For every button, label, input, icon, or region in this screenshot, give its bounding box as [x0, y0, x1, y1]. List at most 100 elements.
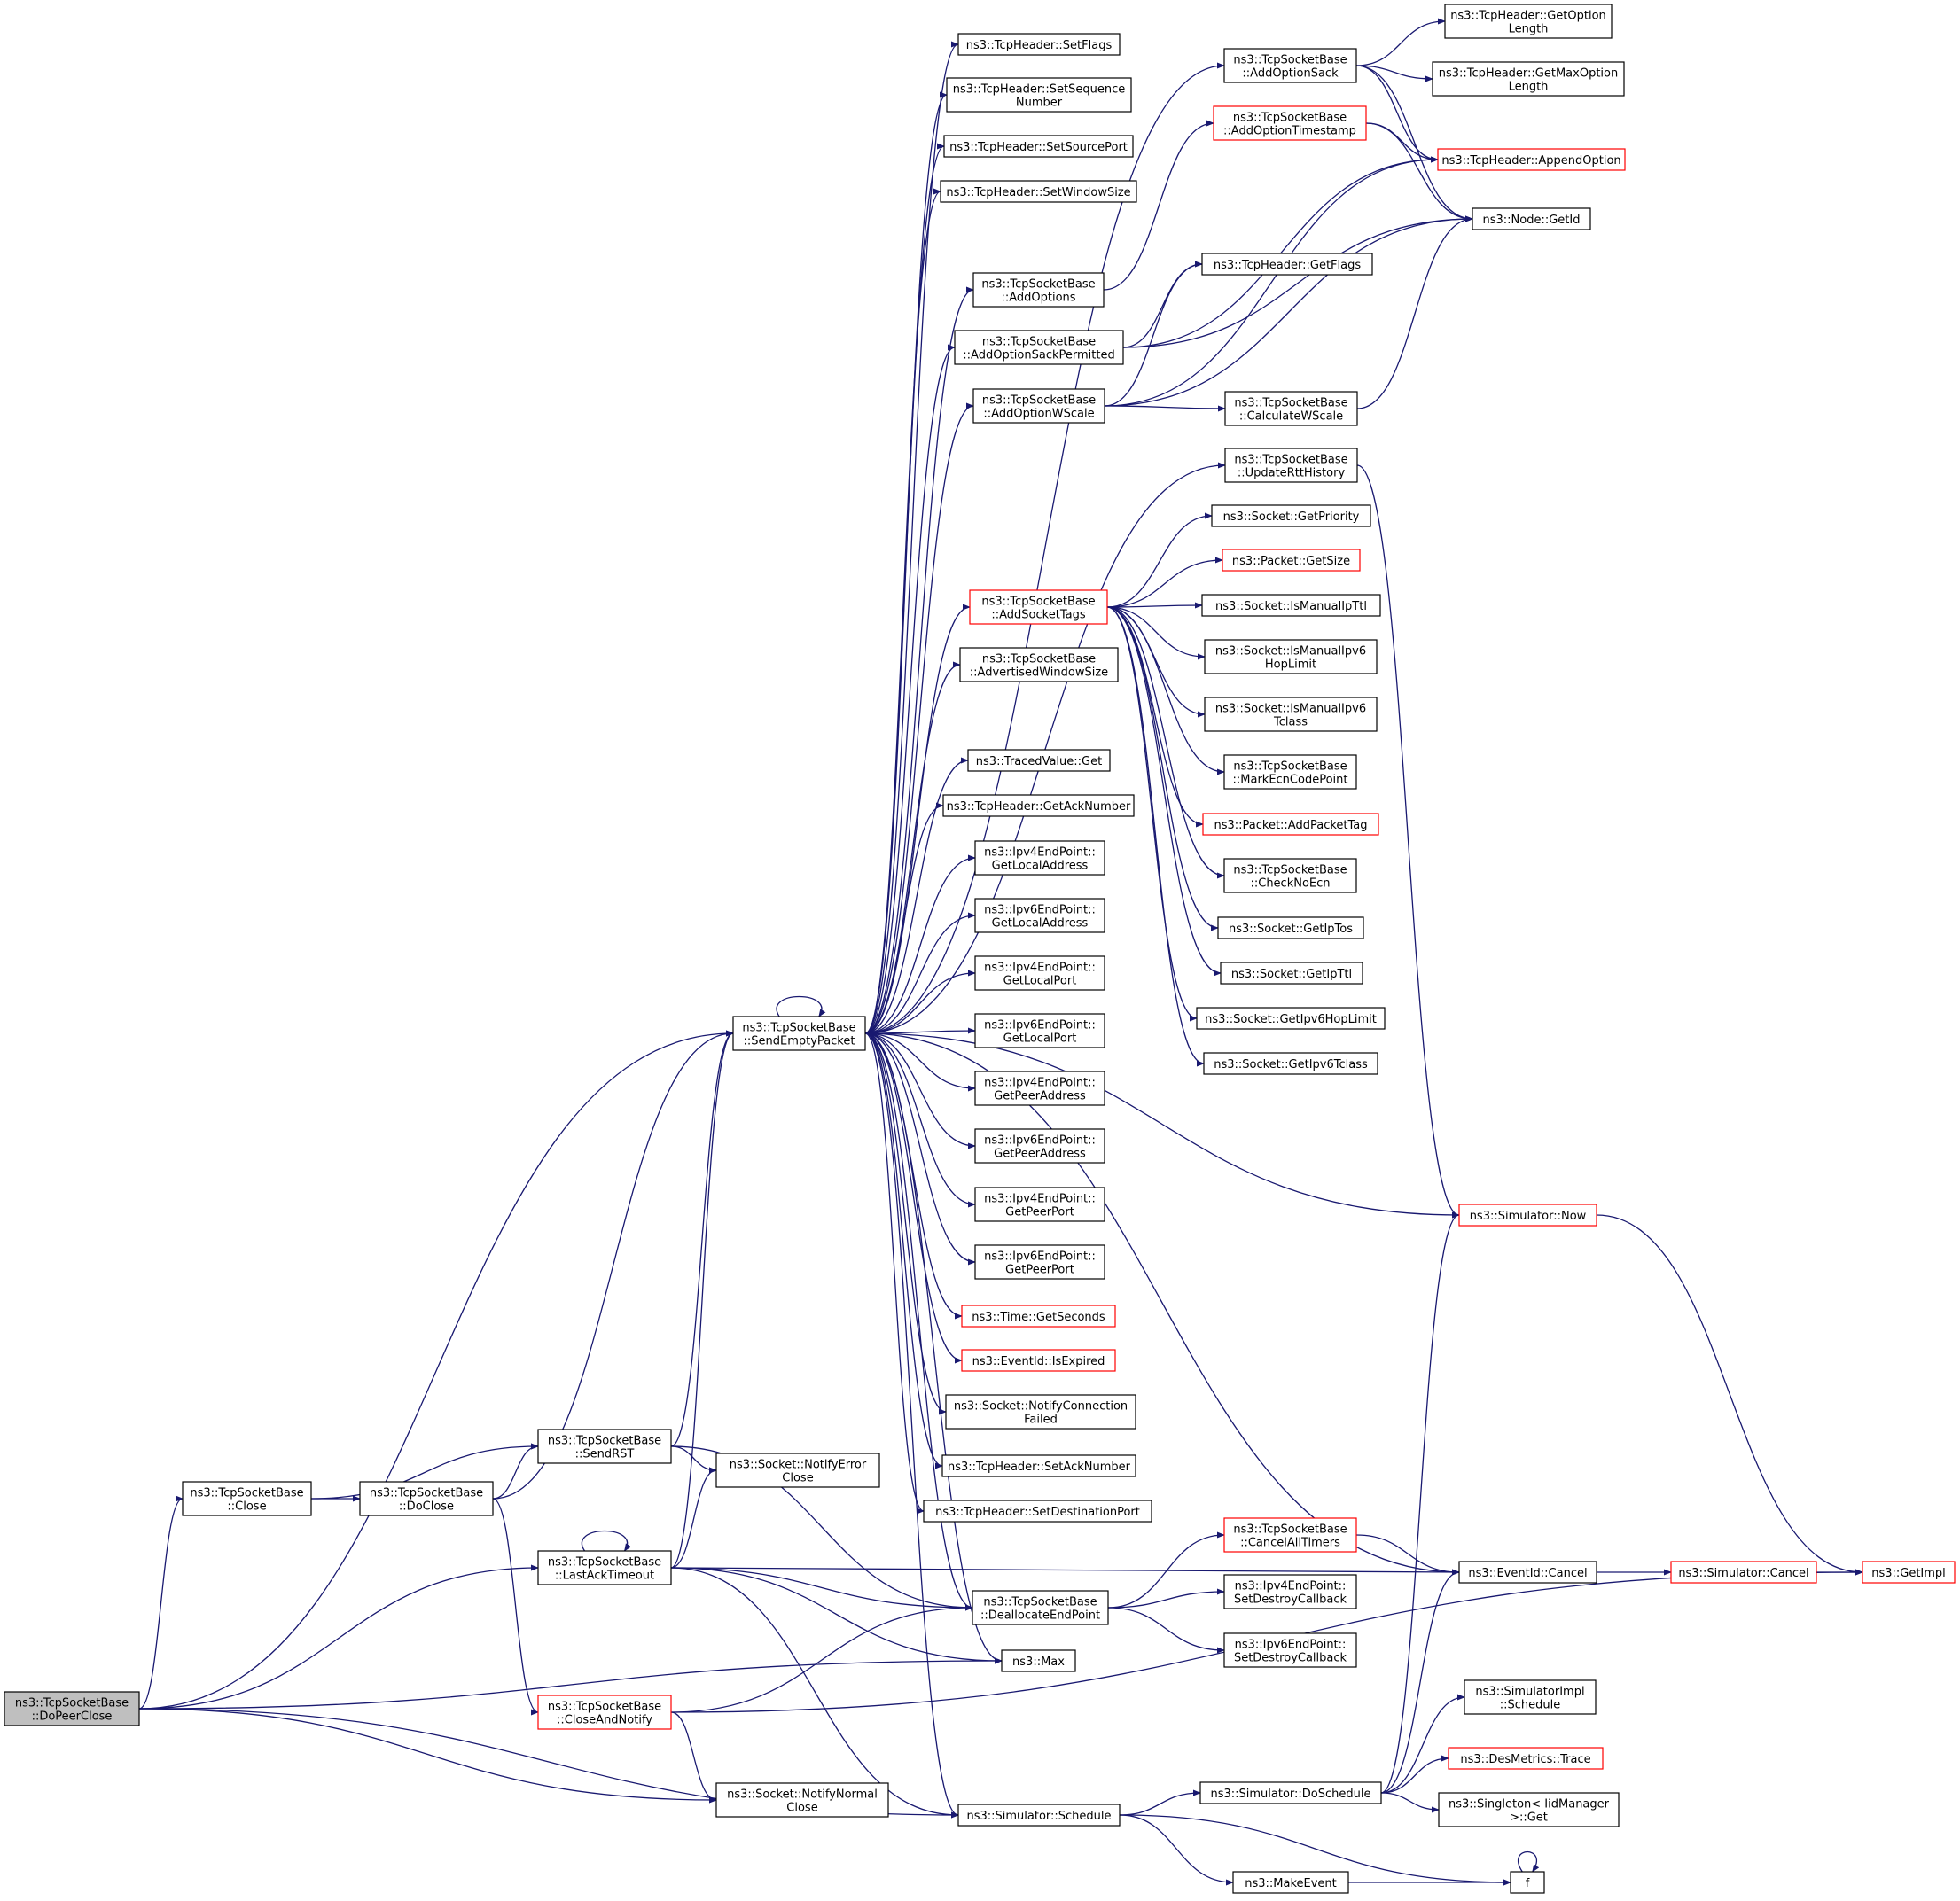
- node-setFlags[interactable]: ns3::TcpHeader::SetFlags: [957, 33, 1121, 56]
- call-edges: [138, 18, 1863, 1886]
- node-sendEmpty[interactable]: ns3::TcpSocketBase::SendEmptyPacket: [732, 1016, 866, 1051]
- node-box: [972, 388, 1105, 424]
- node-implSchedule[interactable]: ns3::SimulatorImpl::Schedule: [1464, 1679, 1597, 1715]
- node-markEcn[interactable]: ns3::TcpSocketBase::MarkEcnCodePoint: [1223, 754, 1357, 790]
- node-v4PeerAddr[interactable]: ns3::Ipv4EndPoint::GetPeerAddress: [974, 1071, 1105, 1106]
- node-v6PeerAddr[interactable]: ns3::Ipv6EndPoint::GetPeerAddress: [974, 1128, 1105, 1164]
- node-getImpl[interactable]: ns3::GetImpl: [1862, 1561, 1956, 1584]
- node-addOptions[interactable]: ns3::TcpSocketBase::AddOptions: [972, 272, 1105, 308]
- call-edge: [1380, 1792, 1440, 1813]
- node-label: GetLocalAddress: [992, 917, 1089, 931]
- node-schedule[interactable]: ns3::Simulator::Schedule: [957, 1804, 1121, 1827]
- node-getSeconds[interactable]: ns3::Time::GetSeconds: [961, 1305, 1116, 1328]
- node-doClose[interactable]: ns3::TcpSocketBase::DoClose: [359, 1481, 494, 1516]
- node-box: [972, 1590, 1109, 1625]
- node-cancelTimers[interactable]: ns3::TcpSocketBase::CancelAllTimers: [1223, 1517, 1357, 1553]
- node-label: ::Schedule: [1500, 1699, 1561, 1712]
- call-edge: [1122, 215, 1473, 348]
- call-edge: [864, 402, 974, 1034]
- node-label: ns3::TcpSocketBase: [981, 596, 1095, 609]
- node-label: ::MarkEcnCodePoint: [1233, 774, 1348, 787]
- node-setAckNum[interactable]: ns3::TcpHeader::SetAckNumber: [941, 1454, 1136, 1477]
- node-addOptSack[interactable]: ns3::TcpSocketBase::AddOptionSack: [1223, 48, 1357, 83]
- node-v6LocalPort[interactable]: ns3::Ipv6EndPoint::GetLocalPort: [974, 1013, 1105, 1048]
- node-singletonGet[interactable]: ns3::Singleton< IidManager>::Get: [1438, 1792, 1620, 1827]
- node-label: ns3::Socket::GetIpv6HopLimit: [1205, 1013, 1377, 1026]
- node-pktGetSize[interactable]: ns3::Packet::GetSize: [1222, 549, 1361, 572]
- node-doSchedule[interactable]: ns3::Simulator::DoSchedule: [1199, 1781, 1382, 1804]
- node-getIpTos[interactable]: ns3::Socket::GetIpTos: [1217, 916, 1364, 939]
- node-getFlags[interactable]: ns3::TcpHeader::GetFlags: [1201, 253, 1373, 276]
- node-checkNoEcn[interactable]: ns3::TcpSocketBase::CheckNoEcn: [1223, 858, 1357, 893]
- node-addOptTs[interactable]: ns3::TcpSocketBase::AddOptionTimestamp: [1213, 105, 1367, 141]
- node-lastAck[interactable]: ns3::TcpSocketBase::LastAckTimeout: [537, 1550, 672, 1585]
- node-box: [957, 1804, 1121, 1827]
- node-v4LocalPort[interactable]: ns3::Ipv4EndPoint::GetLocalPort: [974, 955, 1105, 991]
- call-edge: [1119, 1814, 1234, 1886]
- call-edge: [1107, 1531, 1225, 1609]
- node-isExpired[interactable]: ns3::EventId::IsExpired: [961, 1349, 1116, 1372]
- node-v6SetDestroy[interactable]: ns3::Ipv6EndPoint::SetDestroyCallback: [1223, 1632, 1357, 1668]
- node-label: ns3::TcpSocketBase: [1234, 454, 1347, 467]
- node-setSrcPort[interactable]: ns3::TcpHeader::SetSourcePort: [943, 135, 1134, 158]
- node-tracedGet[interactable]: ns3::TracedValue::Get: [967, 749, 1111, 772]
- node-max[interactable]: ns3::Max: [1001, 1649, 1076, 1672]
- node-makeEvent[interactable]: ns3::MakeEvent: [1232, 1871, 1349, 1894]
- node-closeAndNotify[interactable]: ns3::TcpSocketBase::CloseAndNotify: [537, 1695, 672, 1730]
- node-label: ns3::GetImpl: [1871, 1567, 1946, 1580]
- node-getIpTtl[interactable]: ns3::Socket::GetIpTtl: [1220, 962, 1363, 985]
- node-updRtt[interactable]: ns3::TcpSocketBase::UpdateRttHistory: [1224, 448, 1358, 483]
- call-edge: [1365, 122, 1473, 222]
- node-doPeerClose[interactable]: ns3::TcpSocketBase::DoPeerClose: [4, 1691, 140, 1726]
- node-label: GetLocalPort: [1003, 975, 1077, 988]
- node-close[interactable]: ns3::TcpSocketBase::Close: [182, 1481, 312, 1516]
- node-simNow[interactable]: ns3::Simulator::Now: [1458, 1204, 1597, 1227]
- node-setWin[interactable]: ns3::TcpHeader::SetWindowSize: [940, 180, 1137, 203]
- node-nodeGetId[interactable]: ns3::Node::GetId: [1472, 207, 1591, 230]
- node-addPktTag[interactable]: ns3::Packet::AddPacketTag: [1202, 813, 1379, 836]
- node-simCancel[interactable]: ns3::Simulator::Cancel: [1670, 1561, 1817, 1584]
- node-addSackPerm[interactable]: ns3::TcpSocketBase::AddOptionSackPermitt…: [954, 330, 1124, 365]
- node-label: ns3::TcpSocketBase: [1233, 54, 1347, 67]
- node-addSocketTags[interactable]: ns3::TcpSocketBase::AddSocketTags: [969, 589, 1108, 625]
- node-calcWScale[interactable]: ns3::TcpSocketBase::CalculateWScale: [1224, 391, 1358, 426]
- node-label: ns3::TcpSocketBase: [370, 1487, 483, 1500]
- node-getAckNum[interactable]: ns3::TcpHeader::GetAckNumber: [942, 794, 1135, 817]
- node-getPriority[interactable]: ns3::Socket::GetPriority: [1211, 504, 1371, 527]
- node-getV6Hop[interactable]: ns3::Socket::GetIpv6HopLimit: [1196, 1007, 1386, 1030]
- node-getV6Tc[interactable]: ns3::Socket::GetIpv6Tclass: [1203, 1052, 1378, 1075]
- node-label: ns3::Socket::IsManualIpv6: [1215, 645, 1366, 658]
- call-edge: [670, 1604, 973, 1713]
- node-appendOpt[interactable]: ns3::TcpHeader::AppendOption: [1437, 148, 1626, 171]
- node-advWin[interactable]: ns3::TcpSocketBase::AdvertisedWindowSize: [959, 647, 1119, 682]
- node-box: [1223, 858, 1357, 893]
- node-v6PeerPort[interactable]: ns3::Ipv6EndPoint::GetPeerPort: [974, 1244, 1105, 1280]
- node-label: ns3::Singleton< IidManager: [1449, 1798, 1610, 1811]
- node-isManIpTtl[interactable]: ns3::Socket::IsManualIpTtl: [1201, 594, 1381, 617]
- node-v6LocalAddr[interactable]: ns3::Ipv6EndPoint::GetLocalAddress: [974, 898, 1105, 933]
- node-v4PeerPort[interactable]: ns3::Ipv4EndPoint::GetPeerPort: [974, 1187, 1105, 1222]
- node-box: [1510, 1871, 1545, 1894]
- call-edge: [310, 1443, 539, 1500]
- node-v4LocalAddr[interactable]: ns3::Ipv4EndPoint::GetLocalAddress: [974, 840, 1105, 876]
- node-deallocEP[interactable]: ns3::TcpSocketBase::DeallocateEndPoint: [972, 1590, 1109, 1625]
- node-addWScale[interactable]: ns3::TcpSocketBase::AddOptionWScale: [972, 388, 1105, 424]
- call-edge: [864, 970, 976, 1034]
- node-eventCancel[interactable]: ns3::EventId::Cancel: [1458, 1561, 1597, 1584]
- node-box: [967, 749, 1111, 772]
- node-desTrace[interactable]: ns3::DesMetrics::Trace: [1448, 1747, 1604, 1770]
- node-v4SetDestroy[interactable]: ns3::Ipv4EndPoint::SetDestroyCallback: [1223, 1574, 1357, 1609]
- node-sendRST[interactable]: ns3::TcpSocketBase::SendRST: [537, 1429, 672, 1464]
- node-label: ns3::EventId::Cancel: [1468, 1567, 1587, 1580]
- node-f[interactable]: f: [1510, 1871, 1545, 1894]
- node-setDstPort[interactable]: ns3::TcpHeader::SetDestinationPort: [923, 1500, 1152, 1523]
- node-label: ::AddOptionSack: [1242, 67, 1339, 81]
